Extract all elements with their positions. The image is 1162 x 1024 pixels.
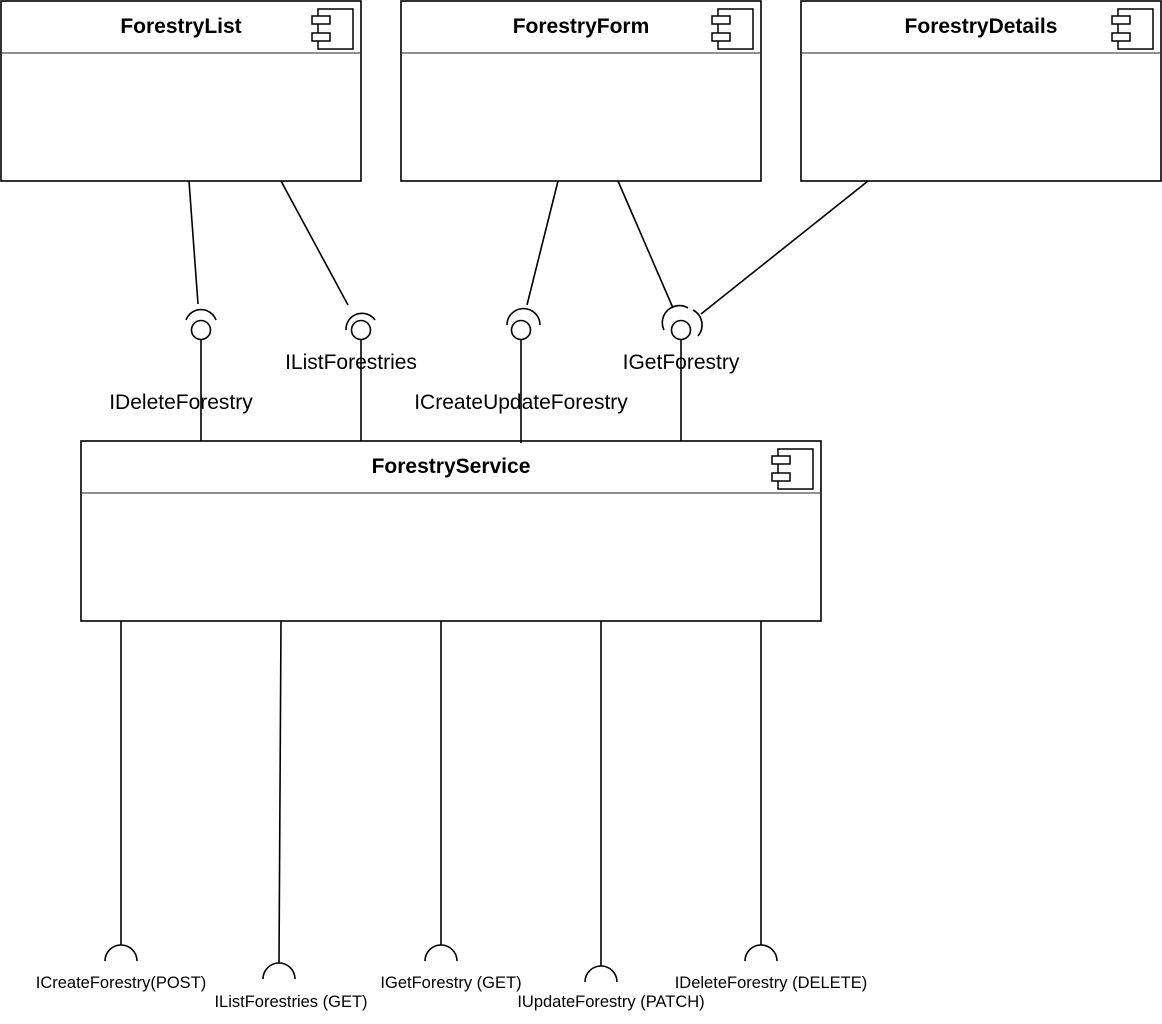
socket-update-icon	[584, 965, 618, 983]
component-title: ForestryDetails	[905, 15, 1058, 38]
socket-list-api-icon	[262, 962, 296, 980]
socket-get-api-icon	[424, 944, 458, 962]
interface-label-delete: IDeleteForestry	[109, 391, 253, 414]
socket-list-icon	[345, 312, 376, 331]
component-icon	[771, 448, 814, 490]
component-icon	[1111, 8, 1154, 50]
socket-create-update-icon	[506, 307, 541, 326]
component-title: ForestryService	[372, 455, 531, 478]
component-forestry-details[interactable]: ForestryDetails	[800, 0, 1162, 182]
required-interface-connectors	[185, 180, 869, 337]
provided-interface-ball-icon	[510, 319, 532, 341]
component-icon	[711, 8, 754, 50]
component-forestry-form[interactable]: ForestryForm	[400, 0, 762, 182]
interface-label-get: IGetForestry	[623, 351, 740, 374]
component-title: ForestryList	[120, 15, 241, 38]
connector-list-to-list	[280, 180, 349, 306]
component-forestry-service[interactable]: ForestryService	[80, 440, 822, 622]
provided-interface-ball-icon	[670, 319, 692, 341]
connector-list-to-delete	[188, 180, 199, 305]
api-label-update: IUpdateForestry (PATCH)	[517, 993, 704, 1011]
api-label-list: IListForestries (GET)	[214, 993, 367, 1011]
component-icon	[311, 8, 354, 50]
socket-create-icon	[104, 944, 138, 962]
connector-form-to-get	[617, 180, 674, 309]
api-label-create: ICreateForestry(POST)	[36, 974, 207, 992]
socket-delete-icon	[185, 308, 217, 321]
interface-label-list: IListForestries	[285, 351, 417, 374]
provided-interfaces	[190, 319, 692, 443]
api-label-delete: IDeleteForestry (DELETE)	[675, 974, 868, 992]
interface-label-create-update: ICreateUpdateForestry	[414, 391, 628, 414]
socket-get-form-icon	[661, 304, 689, 331]
provided-interface-ball-icon	[190, 319, 212, 341]
component-forestry-list[interactable]: ForestryList	[0, 0, 362, 182]
api-connectors	[104, 620, 778, 983]
provided-interface-ball-icon	[350, 319, 372, 341]
connector-details-to-get	[700, 180, 869, 315]
connector-form-to-create-update	[526, 180, 559, 306]
api-label-get: IGetForestry (GET)	[380, 974, 521, 992]
component-title: ForestryForm	[513, 15, 650, 38]
socket-get-details-icon	[692, 309, 703, 337]
socket-delete-api-icon	[744, 944, 778, 962]
